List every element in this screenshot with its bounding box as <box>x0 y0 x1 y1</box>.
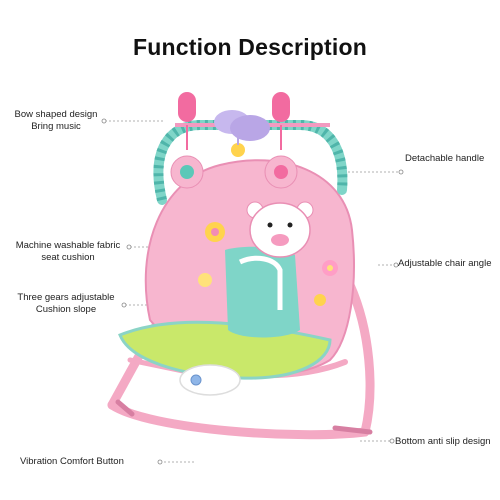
callout-vibration-button: Vibration Comfort Button <box>20 456 124 467</box>
harness-strap <box>238 255 283 310</box>
anti-slip-foot <box>115 399 135 417</box>
callout-anti-slip: Bottom anti slip design <box>395 436 491 447</box>
bear-face-decor <box>246 201 314 258</box>
callout-bow-line2: Bring music <box>31 121 81 132</box>
callout-detachable-handle: Detachable handle <box>405 153 485 164</box>
callout-machine-washable: Machine washable fabric seat cushion <box>8 240 128 264</box>
anti-slip-foot <box>332 425 373 435</box>
page-title: Function Description <box>133 34 367 60</box>
hanging-toy-right <box>264 92 298 189</box>
hanging-toy-left <box>170 92 204 189</box>
callout-bow-line1: Bow shaped design <box>14 109 98 120</box>
callout-gears-line2: Cushion slope <box>35 304 97 315</box>
callout-three-gears: Three gears adjustable Cushion slope <box>10 292 122 316</box>
callout-adjustable-angle: Adjustable chair angle <box>398 258 492 269</box>
callout-washable-line2: seat cushion <box>41 252 95 263</box>
callout-bow-shaped-design: Bow shaped design Bring music <box>10 109 102 133</box>
callout-gears-line1: Three gears adjustable <box>17 292 115 303</box>
music-box-butterfly-toy <box>214 110 270 157</box>
vibration-button <box>190 374 202 386</box>
vibration-unit-housing <box>179 364 241 396</box>
callout-washable-line1: Machine washable fabric <box>15 240 121 251</box>
seat-flower-decor <box>198 222 338 306</box>
